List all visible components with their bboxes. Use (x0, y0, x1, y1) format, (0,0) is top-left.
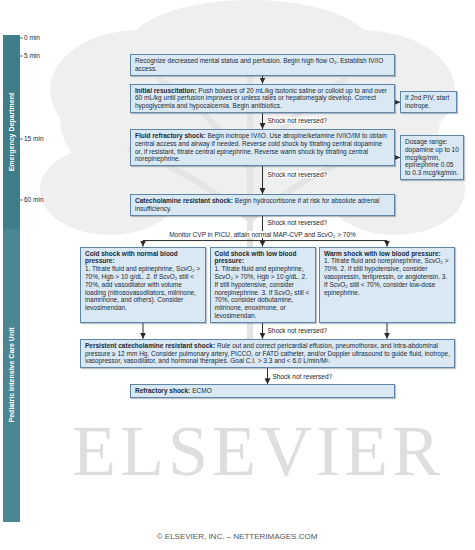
time-tick (20, 38, 23, 39)
box-heading: Warm shock with low blood pressure: (324, 250, 450, 258)
edge-label: Shock not reversed? (267, 219, 329, 226)
box-heading: Initial resuscitation: (135, 87, 196, 94)
box-text: Recognize decreased mental status and pe… (135, 57, 383, 72)
flow-arrow (387, 323, 388, 339)
box-text: 1. Titrate fluid and epinephrine, ScvO₂ … (85, 265, 200, 311)
box-text: If 2nd PIV, start inotrope. (405, 94, 449, 109)
side-note-box: If 2nd PIV, start inotrope. (400, 91, 457, 113)
edge-label: Shock not reversed? (267, 171, 329, 178)
time-label: 0 min (24, 34, 40, 41)
time-tick (20, 199, 23, 200)
edge-label: Shock not reversed? (272, 373, 334, 380)
department-band: Emergency Department (3, 35, 20, 229)
edge-label: Shock not reversed? (267, 117, 329, 124)
box-heading: Fluid refractory shock: (135, 132, 205, 139)
monitor-note: Monitor CVP in PICU, attain normal MAP-C… (167, 231, 358, 238)
box-heading: Cold shock with low blood pressure: (215, 250, 311, 266)
watermark-text: ELSEVIER (72, 410, 444, 493)
process-box: Fluid refractory shock:Begin inotrope IV… (130, 129, 395, 166)
process-box: Recognize decreased mental status and pe… (130, 54, 395, 76)
flow-arrow (262, 113, 263, 129)
edge-label: Shock not reversed? (267, 327, 329, 334)
box-heading: Catecholamine resistant shock: (135, 197, 233, 204)
process-box: Cold shock with low blood pressure:1. Ti… (210, 247, 316, 323)
box-text: Emergency Department (7, 92, 15, 171)
process-box: Warm shock with low blood pressure:1. Ti… (319, 247, 455, 323)
process-box: Cold shock with normal blood pressure:1.… (80, 247, 206, 323)
box-text: ECMO (192, 387, 212, 394)
box-heading: Refractory shock: (135, 387, 190, 394)
flow-arrow (262, 166, 263, 194)
time-tick (20, 138, 23, 139)
flow-arrow (267, 368, 268, 384)
box-text: Dosage range: dopamine up to 10 mcg/kg/m… (405, 138, 459, 176)
side-note-box: Dosage range: dopamine up to 10 mcg/kg/m… (400, 135, 464, 180)
time-tick (20, 56, 23, 57)
process-box: Initial resuscitation:Push boluses of 20… (130, 84, 395, 113)
process-box: Refractory shock:ECMO (130, 384, 395, 398)
time-label: 5 min (24, 52, 40, 59)
time-ticks (20, 38, 23, 200)
box-text: 1. Titrate fluid and norepinephrine, Scv… (324, 257, 448, 295)
box-heading: Cold shock with normal blood pressure: (85, 250, 201, 266)
copyright-text: © ELSEVIER, INC. – NETTERIMAGES.COM (157, 532, 318, 541)
box-heading: Persistent catecholamine resistant shock… (85, 342, 215, 349)
box-text: Pediatric Intensive Care Unit (7, 328, 15, 423)
time-label: 15 min (24, 135, 44, 142)
time-label: 60 min (24, 196, 44, 203)
flow-arrow (262, 76, 263, 84)
process-box: Persistent catecholamine resistant shock… (80, 339, 455, 368)
box-text: 1. Titrate fluid and epinephrine, ScvO₂ … (215, 265, 310, 319)
department-band: Pediatric Intensive Care Unit (3, 229, 20, 522)
process-box: Catecholamine resistant shock:Begin hydr… (130, 194, 395, 216)
flow-arrow (143, 323, 144, 339)
flow-arrow (262, 323, 263, 339)
